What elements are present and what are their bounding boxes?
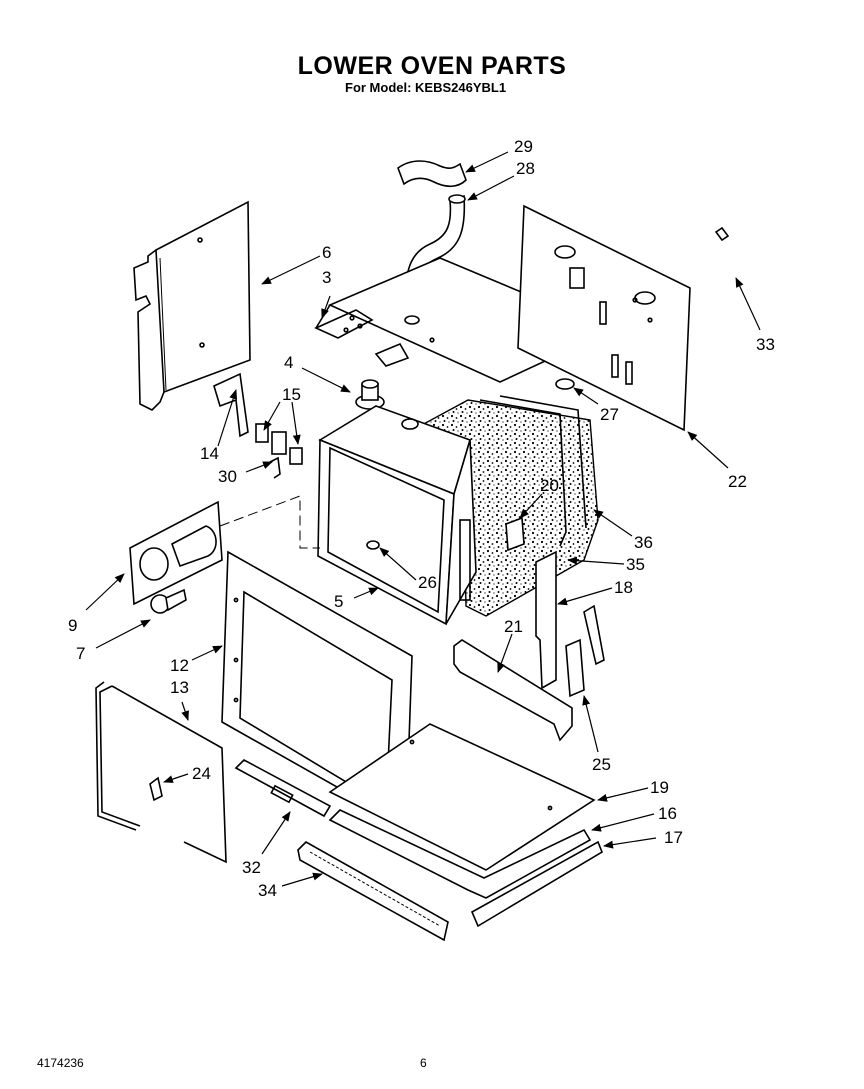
bracket-18 xyxy=(535,550,557,690)
bottom-panel-19 xyxy=(328,723,596,871)
callout-13: 13 xyxy=(170,678,189,697)
bracket-20 xyxy=(505,516,525,552)
callout-32: 32 xyxy=(242,858,261,877)
callout-18: 18 xyxy=(614,578,633,597)
callout-21: 21 xyxy=(504,617,523,636)
callout-17: 17 xyxy=(664,828,683,847)
callout-28: 28 xyxy=(516,159,535,178)
callout-33: 33 xyxy=(756,335,775,354)
panel-16 xyxy=(328,809,592,899)
callout-9: 9 xyxy=(68,616,77,635)
document-number: 4174236 xyxy=(37,1056,84,1070)
light-socket-9 xyxy=(129,500,223,606)
callout-4: 4 xyxy=(284,353,293,372)
callout-3: 3 xyxy=(322,268,331,287)
callout-19: 19 xyxy=(650,778,669,797)
callout-15: 15 xyxy=(282,385,301,404)
strip-17 xyxy=(470,840,603,928)
callout-26: 26 xyxy=(418,573,437,592)
clip-33 xyxy=(714,226,730,242)
callout-29: 29 xyxy=(514,137,533,156)
callout-22: 22 xyxy=(728,472,747,491)
vent-tube-29 xyxy=(397,160,467,188)
callout-5: 5 xyxy=(334,592,343,611)
callout-27: 27 xyxy=(600,405,619,424)
oven-liner-5 xyxy=(317,405,477,626)
callout-36: 36 xyxy=(634,533,653,552)
callout-6: 6 xyxy=(322,243,331,262)
hinge-25 xyxy=(565,604,605,698)
switch-15 xyxy=(255,423,303,465)
wire-30 xyxy=(269,456,281,479)
vent-trim-32 xyxy=(234,759,332,818)
control-knob-4 xyxy=(355,379,385,410)
callout-14: 14 xyxy=(200,444,219,463)
callout-20: 20 xyxy=(540,476,559,495)
side-panel-6 xyxy=(133,200,251,411)
gasket-13 xyxy=(99,685,227,864)
plug-27 xyxy=(555,378,575,390)
model-subtitle: For Model: KEBS246YBL1 xyxy=(345,80,507,95)
grille-34 xyxy=(297,841,449,942)
callout-12: 12 xyxy=(170,656,189,675)
callout-35: 35 xyxy=(626,555,645,574)
callout-25: 25 xyxy=(592,755,611,774)
bracket-14 xyxy=(213,372,249,438)
clip-24 xyxy=(149,776,163,802)
page-number: 6 xyxy=(420,1056,427,1070)
light-bulb-7 xyxy=(150,588,187,614)
callout-7: 7 xyxy=(76,644,85,663)
callout-30: 30 xyxy=(218,467,237,486)
leader-lines xyxy=(85,151,761,887)
callout-16: 16 xyxy=(658,804,677,823)
callout-24: 24 xyxy=(192,764,211,783)
rear-panel-22 xyxy=(517,204,691,432)
callout-numbers: 29 28 6 3 33 4 27 15 14 22 30 20 36 35 1… xyxy=(68,137,775,900)
callout-34: 34 xyxy=(258,881,277,900)
page-title: LOWER OVEN PARTS xyxy=(297,52,567,80)
